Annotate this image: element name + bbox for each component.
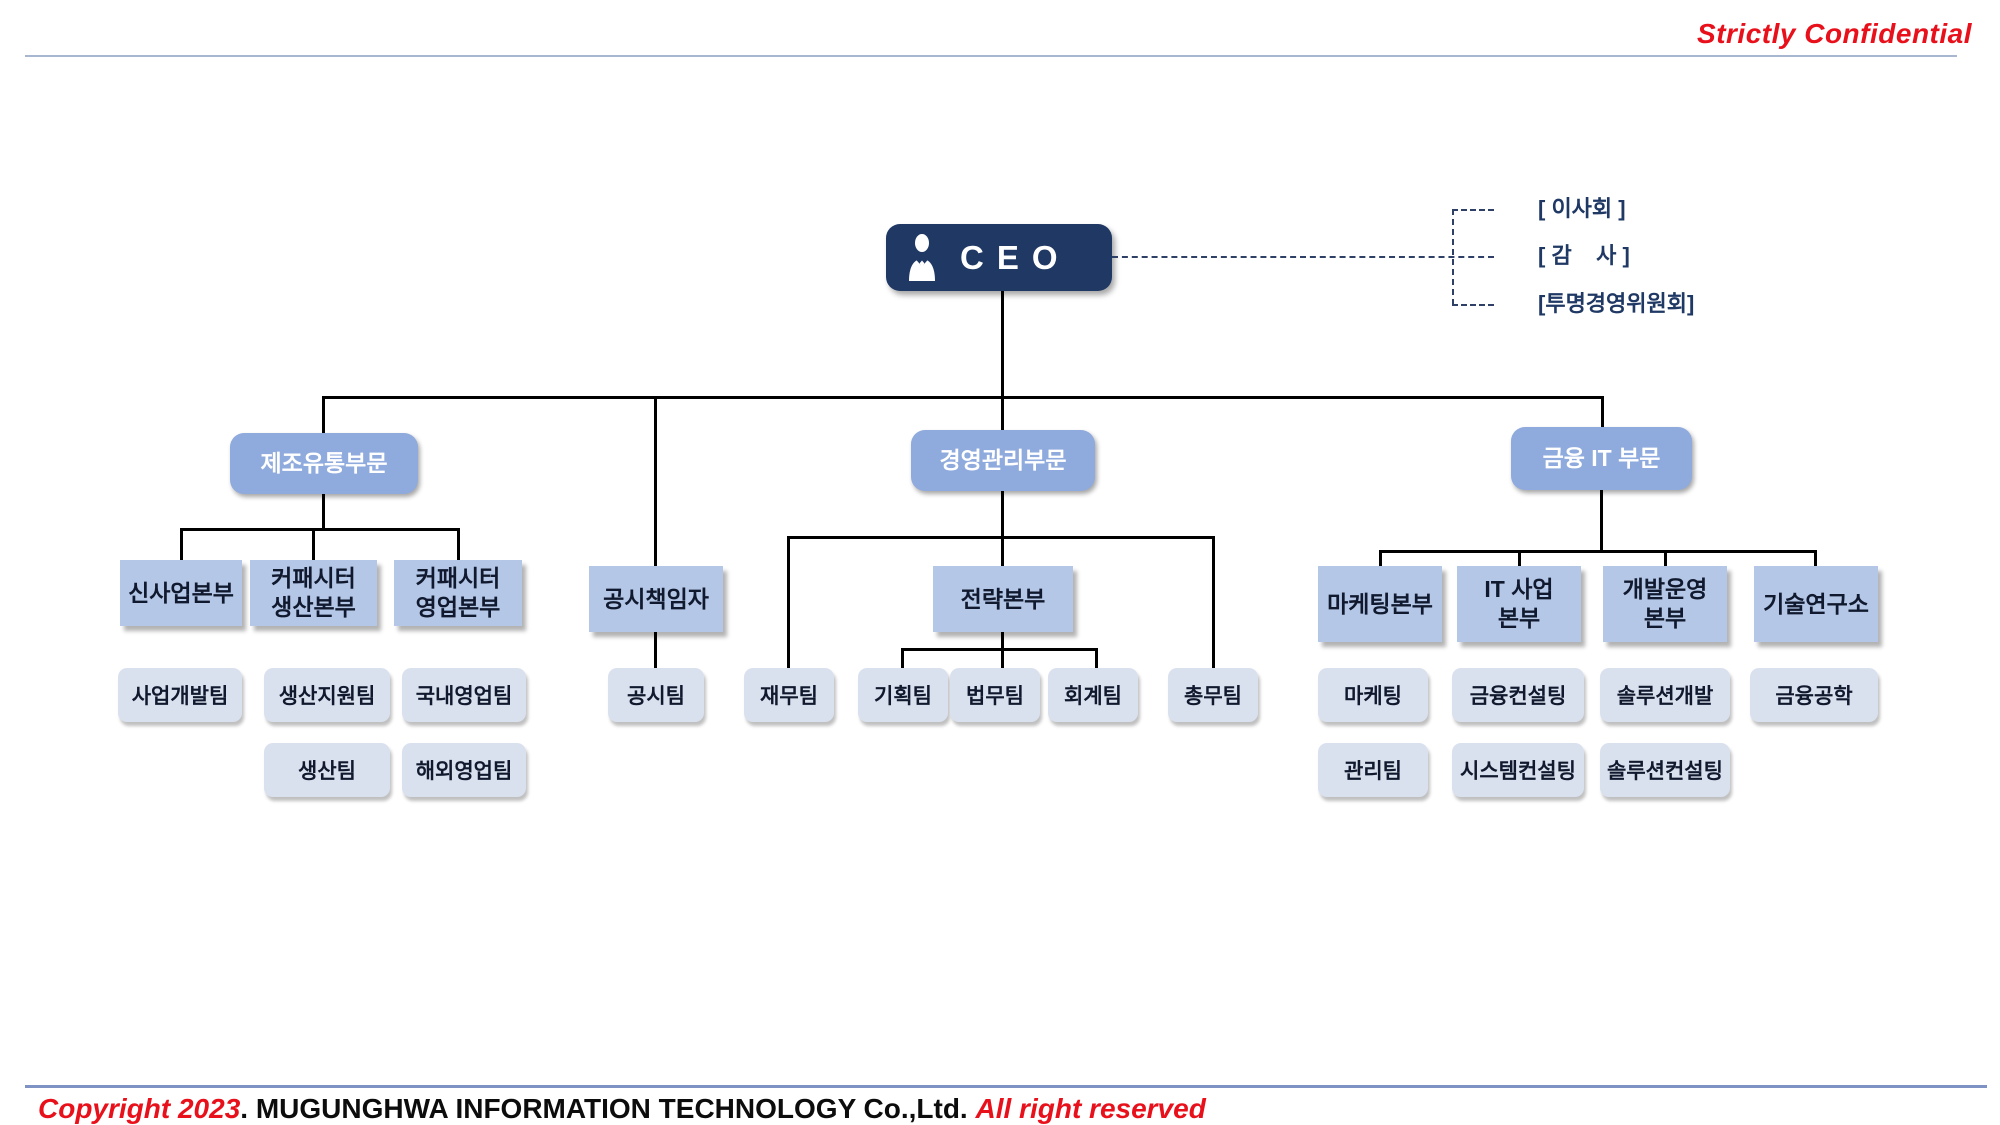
team-production: 생산팀: [264, 743, 390, 797]
connector-mfg-bar: [181, 528, 459, 531]
hq-capacitor-sales: 커패시터 영업본부: [394, 560, 522, 626]
team-system-consulting: 시스템컨설팅: [1452, 743, 1584, 797]
copyright-text: Copyright 2023. MUGUNGHWA INFORMATION TE…: [38, 1093, 1206, 1125]
dashed-connector-board-stub: [1452, 209, 1494, 211]
team-management: 관리팀: [1318, 743, 1428, 797]
copyright-year: Copyright 2023: [38, 1093, 241, 1124]
team-general-affairs: 총무팀: [1168, 668, 1258, 722]
team-solution-consulting: 솔루션컨설팅: [1600, 743, 1730, 797]
connector-finit-stem: [1600, 490, 1603, 552]
hq-capacitor-production: 커패시터 생산본부: [250, 560, 377, 626]
rights-reserved: All right reserved: [975, 1093, 1206, 1124]
connector-drop-capacitor-production: [312, 528, 315, 561]
connector-drop-finance-team: [787, 536, 790, 669]
connector-drop-planning: [901, 648, 904, 669]
footer-rule: [25, 1085, 1987, 1088]
ceo-box: CEO: [886, 224, 1112, 291]
hq-marketing: 마케팅본부: [1318, 566, 1442, 642]
connector-mgmt-stem: [1001, 491, 1004, 539]
division-manufacturing-distribution: 제조유통부문: [230, 433, 418, 494]
connector-drop-legal: [1001, 648, 1004, 669]
advisory-label-auditor: [ 감 사 ]: [1538, 243, 1630, 268]
team-financial-consulting: 금융컨설팅: [1452, 668, 1584, 722]
confidential-label: Strictly Confidential: [1697, 18, 1972, 49]
connector-mfg-stem: [322, 494, 325, 530]
connector-ceo-drop: [1001, 291, 1004, 432]
team-overseas-sales: 해외영업팀: [402, 743, 526, 797]
connector-drop-new-business: [180, 528, 183, 561]
hq-it-business: IT 사업 본부: [1457, 566, 1581, 642]
team-disclosure: 공시팀: [608, 668, 704, 722]
dashed-connector-ceo-advisory: [1112, 256, 1494, 258]
disclosure-officer: 공시책임자: [589, 566, 723, 632]
connector-drop-marketing-hq: [1379, 550, 1382, 567]
dashed-connector-advisory-spine: [1452, 209, 1454, 305]
advisory-label-transparency-committee: [투명경영위원회]: [1538, 291, 1695, 316]
team-solution-development: 솔루션개발: [1600, 668, 1730, 722]
dashed-connector-committee-stub: [1452, 304, 1494, 306]
team-business-development: 사업개발팀: [118, 668, 242, 722]
team-planning: 기획팀: [858, 668, 948, 722]
hq-strategy: 전략본부: [933, 566, 1073, 632]
connector-drop-capacitor-sales: [457, 528, 460, 561]
connector-drop-dev-operations: [1664, 550, 1667, 567]
connector-drop-disclosure-officer: [654, 396, 657, 567]
person-icon: [909, 234, 935, 281]
ceo-label: CEO: [960, 238, 1071, 276]
team-production-support: 생산지원팀: [264, 668, 390, 722]
connector-disclosure-team: [654, 631, 657, 669]
connector-finit-bar: [1380, 550, 1817, 553]
division-management: 경영관리부문: [911, 430, 1095, 491]
advisory-label-board: [ 이사회 ]: [1538, 196, 1626, 221]
company-name: . MUGUNGHWA INFORMATION TECHNOLOGY Co.,L…: [240, 1093, 976, 1124]
connector-strategy-stem: [1001, 631, 1004, 650]
team-financial-engineering: 금융공학: [1750, 668, 1878, 722]
hq-tech-research-institute: 기술연구소: [1754, 566, 1878, 642]
team-accounting: 회계팀: [1048, 668, 1138, 722]
team-finance: 재무팀: [744, 668, 834, 722]
connector-drop-general-affairs: [1212, 536, 1215, 669]
connector-drop-manufacturing: [322, 396, 325, 435]
connector-drop-tech-research: [1814, 550, 1817, 567]
division-finance-it: 금융 IT 부문: [1511, 427, 1692, 490]
hq-dev-operations: 개발운영 본부: [1603, 566, 1727, 642]
connector-strategy-bar: [902, 648, 1098, 651]
hq-new-business: 신사업본부: [120, 560, 242, 626]
connector-main-bar: [323, 396, 1604, 399]
team-domestic-sales: 국내영업팀: [402, 668, 526, 722]
connector-drop-strategy: [1001, 536, 1004, 567]
connector-drop-accounting: [1095, 648, 1098, 669]
connector-drop-it-business: [1518, 550, 1521, 567]
header-rule: [25, 55, 1957, 57]
connector-drop-finance-it: [1601, 396, 1604, 429]
team-marketing: 마케팅: [1318, 668, 1428, 722]
team-legal: 법무팀: [950, 668, 1040, 722]
